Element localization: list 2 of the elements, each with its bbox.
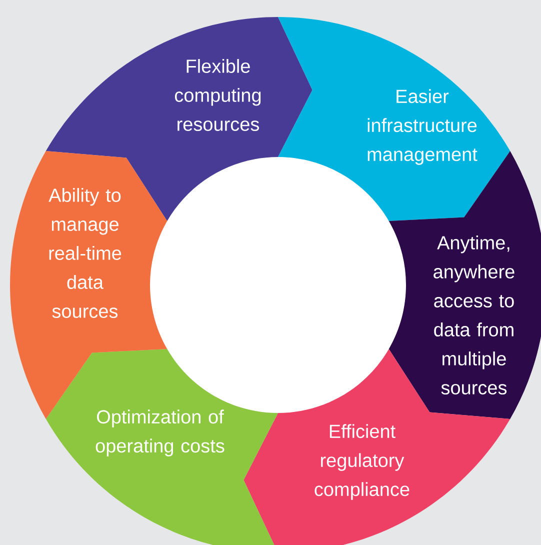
chevron-segment: Optimization of operating costs xyxy=(46,349,278,545)
chevron-segment: Easier infrastructure management xyxy=(278,17,510,221)
